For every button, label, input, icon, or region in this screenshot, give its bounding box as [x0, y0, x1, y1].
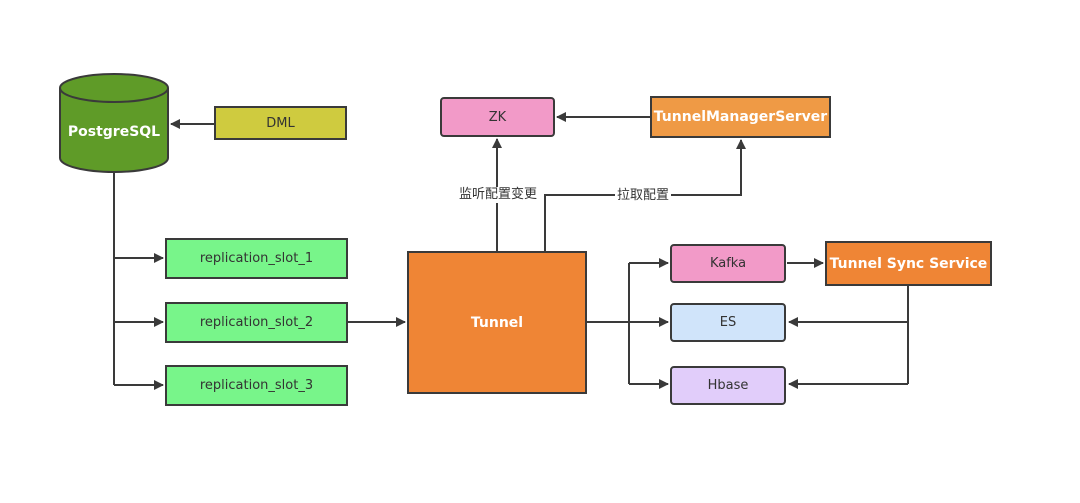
- kafka-label: Kafka: [709, 256, 747, 271]
- tunnel-sync-service-node[interactable]: Tunnel Sync Service: [825, 241, 992, 286]
- kafka-node[interactable]: Kafka: [670, 244, 786, 283]
- replication-slot-3-node[interactable]: replication_slot_3: [165, 365, 348, 406]
- replication-slot-2-label: replication_slot_2: [199, 315, 314, 330]
- es-label: ES: [719, 315, 737, 330]
- hbase-node[interactable]: Hbase: [670, 366, 786, 405]
- replication-slot-3-label: replication_slot_3: [199, 378, 314, 393]
- es-node[interactable]: ES: [670, 303, 786, 342]
- dml-label: DML: [266, 115, 295, 131]
- tunnel-manager-server-label: TunnelManagerServer: [653, 109, 828, 125]
- hbase-label: Hbase: [707, 378, 749, 393]
- replication-slot-1-node[interactable]: replication_slot_1: [165, 238, 348, 279]
- dml-node[interactable]: DML: [214, 106, 347, 140]
- tunnel-label: Tunnel: [470, 314, 524, 331]
- pull-config-label: 拉取配置: [615, 188, 672, 204]
- replication-slot-2-node[interactable]: replication_slot_2: [165, 302, 348, 343]
- tunnel-manager-server-node[interactable]: TunnelManagerServer: [650, 96, 831, 138]
- postgresql-label: PostgreSQL: [67, 124, 161, 140]
- postgresql-db-icon: [59, 73, 169, 173]
- replication-slot-1-label: replication_slot_1: [199, 251, 314, 266]
- tunnel-sync-service-label: Tunnel Sync Service: [829, 255, 988, 272]
- listen-config-change-label: 监听配置变更: [457, 187, 540, 203]
- zk-node[interactable]: ZK: [440, 97, 555, 137]
- zk-label: ZK: [488, 109, 507, 125]
- tunnel-node[interactable]: Tunnel: [407, 251, 587, 394]
